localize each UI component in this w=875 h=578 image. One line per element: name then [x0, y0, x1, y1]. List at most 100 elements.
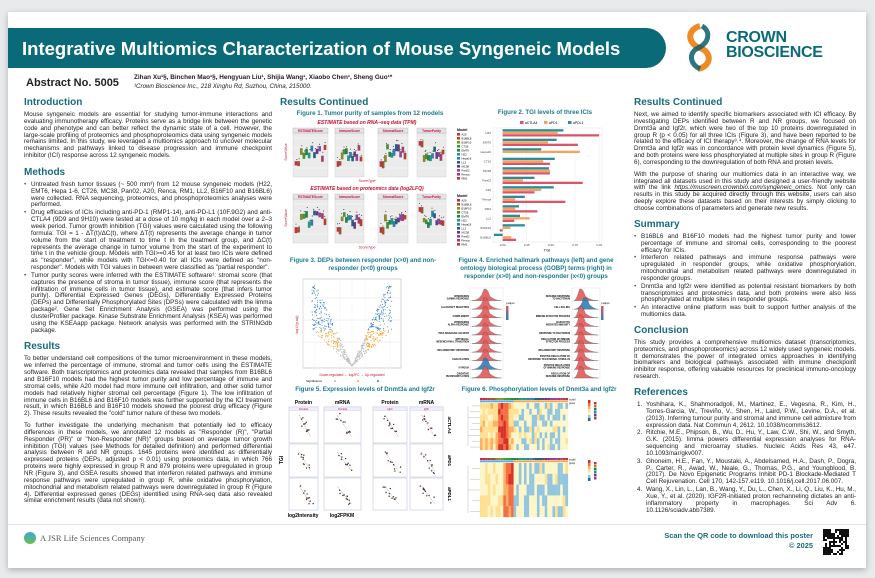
- scatter-point: [392, 496, 395, 498]
- legend-swatch: [594, 408, 597, 411]
- qr-module: [839, 533, 841, 535]
- qr-module: [837, 537, 839, 539]
- volcano-point: [332, 342, 335, 344]
- volcano-point: [317, 292, 320, 294]
- outlier-point: [385, 210, 387, 212]
- volcano-point: [323, 321, 325, 323]
- heatmap-cell: [516, 420, 519, 427]
- heatmap-cell: [516, 426, 519, 433]
- website-link[interactable]: https://muscreen.crownbio.com/syngeneic_…: [674, 184, 812, 192]
- model-annotation: [552, 398, 556, 400]
- box: [357, 145, 361, 151]
- qr-code-icon[interactable]: [823, 529, 849, 555]
- volcano-point: [364, 342, 366, 344]
- heatmap-cell: [485, 432, 488, 439]
- pathway-label-line: OF IMMUNE RESPONSE: [543, 367, 570, 369]
- group-annotation: [480, 460, 483, 463]
- pathway-label-line: INFLAMMATORY RESPONSE: [437, 349, 469, 352]
- volcano-point: [387, 293, 389, 295]
- heatmap-cell: [482, 438, 486, 445]
- model-annotation: [505, 458, 509, 460]
- density-ridge: [471, 348, 502, 361]
- heatmap-cell: [500, 473, 504, 485]
- volcano-point: [319, 318, 321, 320]
- pathway-label: INFLAMMATORY RESPONSE: [538, 349, 570, 352]
- heatmap-cell: [547, 463, 550, 474]
- heatmap-cell: [511, 432, 514, 439]
- volcano-point: [341, 343, 343, 346]
- results-continued-paragraph: With the purpose of sharing our multiomi…: [634, 171, 856, 213]
- color-scale: [588, 475, 591, 478]
- gene-strip: [323, 406, 362, 411]
- heatmap-cell: [500, 444, 504, 451]
- heatmap-cell: [482, 444, 486, 451]
- heatmap-cell: [524, 414, 527, 421]
- model-annotation: [531, 458, 535, 460]
- model-annotation: [557, 398, 561, 400]
- heatmap-cell: [526, 403, 530, 409]
- heatmap-cell: [498, 438, 501, 445]
- model-annotation: [492, 458, 496, 460]
- legend-label: MC38: [462, 164, 470, 168]
- volcano-point: [315, 314, 317, 316]
- fig1-subtitle-rna: ESTIMATE based on RNA−seq data (TPM): [318, 120, 417, 126]
- model-annotation: [547, 458, 550, 460]
- heatmap-cell: [487, 506, 491, 518]
- heatmap-cell: [534, 463, 538, 474]
- volcano-point: [342, 351, 344, 353]
- model-annotation: [500, 458, 504, 460]
- volcano-point: [354, 361, 356, 363]
- model-annotation: [498, 398, 501, 400]
- box: [397, 144, 400, 152]
- qr-module: [841, 553, 843, 555]
- volcano-point: [328, 314, 330, 316]
- volcano-point: [379, 314, 381, 317]
- scatter-panel: [288, 477, 319, 511]
- volcano-point: [382, 318, 384, 320]
- pathway-label-line: INTERFERON: [454, 322, 469, 324]
- group-annotation: [557, 400, 561, 403]
- volcano-point: [377, 312, 379, 314]
- bar-aPDL1: [502, 157, 555, 160]
- outlier-point: [336, 157, 338, 159]
- outlier-point: [437, 150, 439, 152]
- volcano-point: [331, 334, 333, 336]
- qr-caption: Scan the QR code to download this poster…: [664, 531, 813, 551]
- outlier-point: [425, 150, 427, 152]
- pathway-label-line: INFLAMMATORY RESPONSE: [538, 349, 570, 352]
- heatmap-cell: [518, 408, 522, 415]
- heatmap-cell: [487, 408, 491, 415]
- outlier-point: [429, 151, 431, 153]
- group-annotation: [508, 460, 512, 463]
- bar-aPD1: [502, 226, 511, 229]
- bar-aPD1: [502, 179, 523, 182]
- scatter-point: [308, 497, 311, 499]
- volcano-point: [371, 319, 373, 321]
- heatmap-cell: [495, 403, 499, 409]
- legend-swatch: [457, 207, 460, 210]
- volcano-point: [377, 329, 379, 331]
- volcano-point: [379, 333, 381, 335]
- volcano-point: [384, 309, 386, 311]
- fig1-legend-title: Model: [457, 194, 467, 198]
- qr-module: [825, 543, 827, 545]
- color-scale: [588, 403, 591, 406]
- volcano-point: [382, 299, 384, 301]
- outlier-point: [314, 148, 316, 150]
- volcano-point: [318, 321, 320, 323]
- volcano-point: [381, 301, 383, 303]
- heatmap-cell: [492, 420, 496, 427]
- qr-module: [829, 541, 831, 543]
- scatter-point: [383, 418, 385, 420]
- heatmap-cell: [500, 403, 504, 409]
- volcano-point: [326, 317, 328, 319]
- heatmap-cell: [552, 432, 556, 439]
- volcano-point: [343, 353, 345, 355]
- heatmap-cell: [542, 463, 545, 474]
- qr-module: [835, 553, 837, 555]
- volcano-point: [311, 292, 313, 294]
- heatmap-cell: [565, 414, 569, 421]
- box: [323, 218, 327, 226]
- heatmap-cell: [480, 506, 483, 518]
- heatmap-cell: [555, 432, 558, 439]
